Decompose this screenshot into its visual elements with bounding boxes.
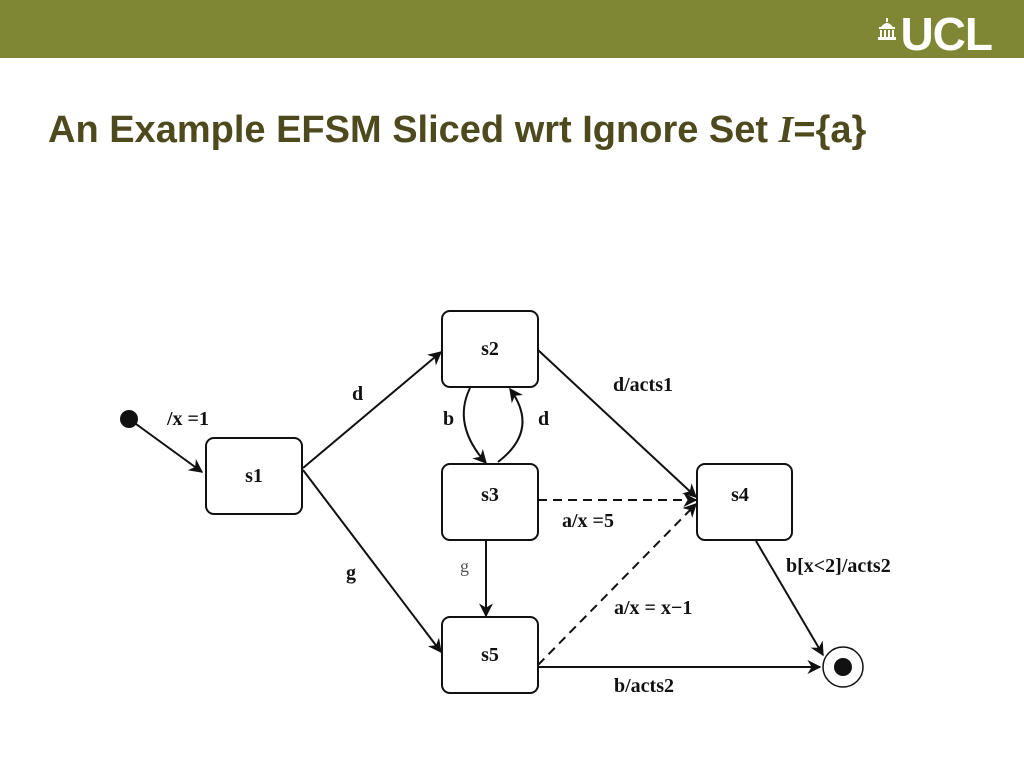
state-s5: s5 (441, 616, 539, 694)
edge-label-s2-s4: d/acts1 (613, 374, 673, 396)
title-prefix: An Example EFSM Sliced wrt Ignore Set (48, 109, 779, 151)
page-title: An Example EFSM Sliced wrt Ignore Set I=… (48, 108, 866, 152)
state-s4: s4 (696, 463, 793, 541)
edge-label-s5-final: b/acts2 (614, 675, 674, 697)
edge-label-s1-s5: g (346, 562, 356, 584)
edge-label-s3-s5: g (460, 556, 469, 576)
header-bar: UCL (0, 0, 1024, 58)
edge-label-s3-s2: d (538, 408, 549, 430)
edge-s2-s4 (537, 349, 698, 498)
final-state (822, 646, 864, 688)
edge-s1-s2 (302, 351, 443, 469)
edge-label-s3-s4: a/x =5 (562, 510, 614, 532)
edge-label-s4-final: b[x<2]/acts2 (786, 555, 891, 577)
state-s2: s2 (441, 310, 539, 388)
state-label: s1 (245, 465, 263, 487)
edge-label-s5-s4: a/x = x−1 (614, 597, 692, 619)
state-s3: s3 (441, 463, 539, 541)
edge-s3-s2 (497, 387, 524, 463)
state-label: s5 (481, 644, 499, 666)
edge-s5-s4 (537, 503, 697, 666)
logo-text: UCL (900, 8, 993, 60)
state-label: s4 (731, 484, 749, 506)
edge-s1-s5 (302, 469, 442, 654)
edge-label-s1-s2: d (352, 383, 363, 405)
edge-s4-final (755, 540, 824, 657)
state-s1: s1 (205, 437, 303, 515)
title-ignore-set-symbol: I (778, 109, 794, 151)
initial-state-dot (120, 410, 138, 428)
portico-icon (878, 18, 897, 40)
edge-s2-s3 (462, 387, 487, 465)
edge-initial-s1 (135, 423, 204, 473)
edge-label-s2-s3: b (443, 408, 454, 430)
title-suffix: ={a} (793, 109, 867, 151)
state-label: s2 (481, 338, 499, 360)
ucl-logo: UCL (878, 8, 993, 60)
edge-label-initial-s1: /x =1 (166, 408, 209, 430)
state-label: s3 (481, 484, 499, 506)
